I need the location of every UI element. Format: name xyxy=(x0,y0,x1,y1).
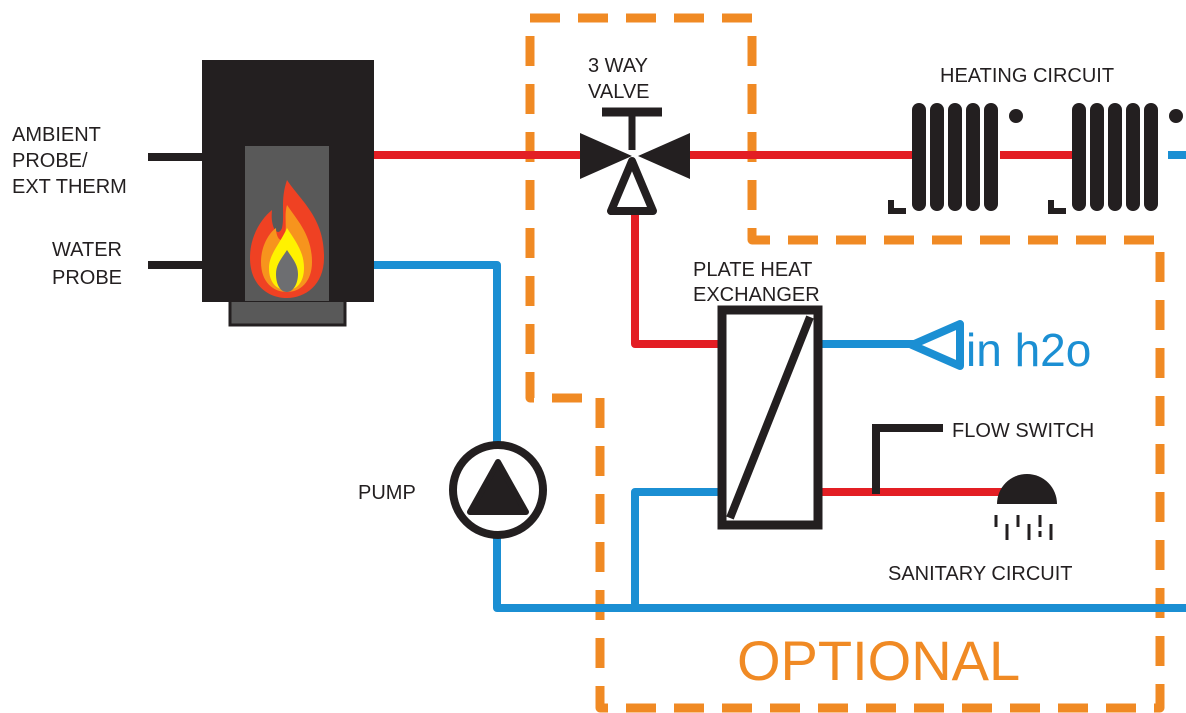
flame-icon xyxy=(250,180,325,298)
ambient-probe-label: EXT THERM xyxy=(12,176,127,198)
optional-label: OPTIONAL xyxy=(737,629,1020,692)
three-way-valve-icon xyxy=(580,107,690,215)
exchanger-primary-pipe xyxy=(631,210,722,348)
valve-label: VALVE xyxy=(588,81,650,103)
water-inlet-icon xyxy=(908,320,964,370)
plate-heat-exchanger-icon xyxy=(717,305,823,530)
pump-icon xyxy=(449,441,547,539)
radiator-1-icon xyxy=(888,103,1023,214)
pump-label: PUMP xyxy=(358,482,416,504)
optional-region-outline xyxy=(525,13,1165,713)
ambient-probe-label: PROBE/ xyxy=(12,150,88,172)
shower-icon xyxy=(994,474,1057,540)
stove xyxy=(202,60,374,327)
heating-circuit-label: HEATING CIRCUIT xyxy=(940,65,1114,87)
water-probe-label: WATER xyxy=(52,239,122,261)
plate-heat-exchanger-label: PLATE HEAT xyxy=(693,259,812,281)
water-probe-label: PROBE xyxy=(52,267,122,289)
flow-switch-icon xyxy=(872,424,943,494)
exchanger-return-pipe xyxy=(631,488,722,608)
plate-heat-exchanger-label: EXCHANGER xyxy=(693,284,820,306)
ambient-probe-label: AMBIENT xyxy=(12,124,101,146)
return-pipe xyxy=(370,261,1186,612)
stove-base xyxy=(228,298,347,327)
valve-label: 3 WAY xyxy=(588,55,648,77)
sanitary-circuit-label: SANITARY CIRCUIT xyxy=(888,563,1072,585)
radiator-2-icon xyxy=(1048,103,1183,214)
water-inlet-label: in h2o xyxy=(966,324,1091,376)
flow-switch-label: FLOW SWITCH xyxy=(952,420,1094,442)
